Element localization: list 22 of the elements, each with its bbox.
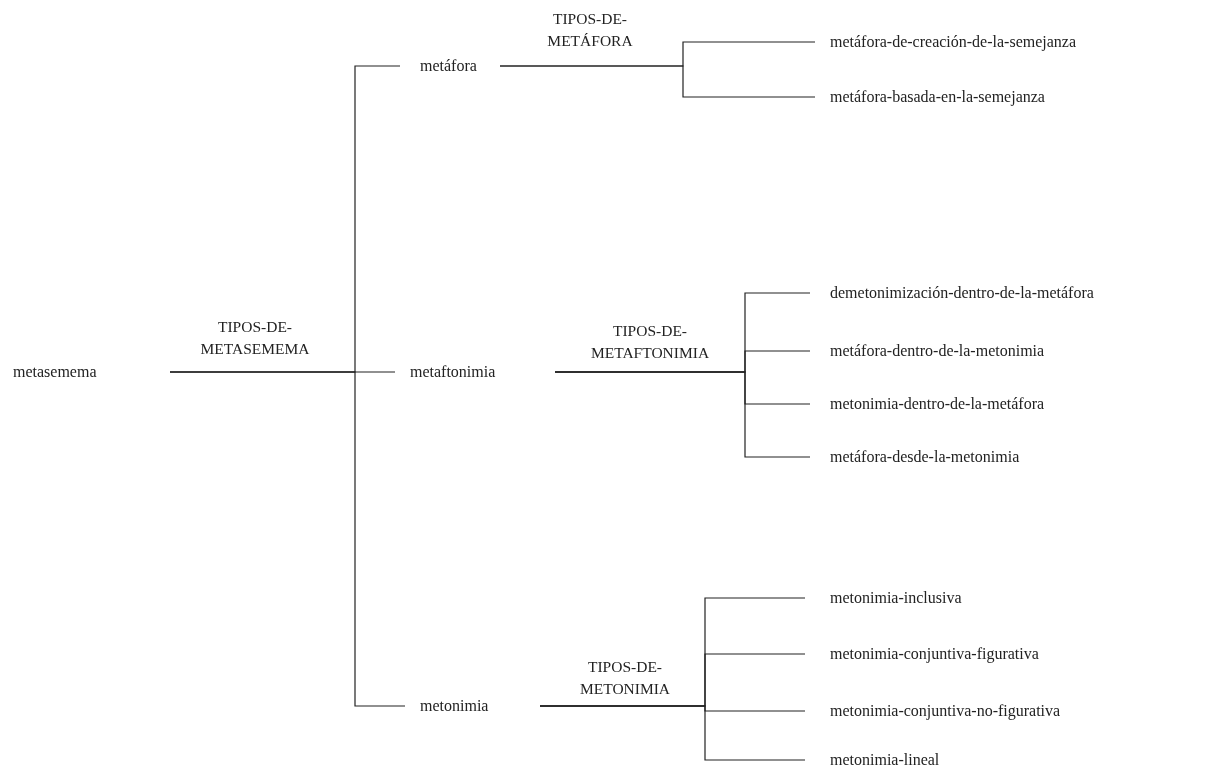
- term-label: metonimia-conjuntiva-figurativa: [805, 642, 1205, 666]
- category-heading: TIPOS-DE-METASEMEMA: [199, 317, 311, 359]
- term-label: metonimia-lineal: [805, 748, 1205, 772]
- term-label: metáfora-dentro-de-la-metonimia: [810, 339, 1225, 363]
- term-label: metaftonimia: [395, 360, 555, 384]
- term-label: metáfora-desde-la-metonimia: [810, 445, 1225, 469]
- term-label: demetonimización-dentro-de-la-metáfora: [810, 281, 1225, 305]
- term-label: metonimia-inclusiva: [805, 586, 1205, 610]
- term-label: metonimia-conjuntiva-no-figurativa: [805, 699, 1205, 723]
- term-label: metáfora: [400, 54, 500, 78]
- category-heading: TIPOS-DE-METÁFORA: [546, 9, 634, 51]
- connector-line: [499, 65, 816, 98]
- category-heading: TIPOS-DE-METONIMIA: [578, 657, 672, 699]
- connector-line: [539, 705, 806, 761]
- connector-line: [554, 371, 811, 458]
- term-label: metáfora-de-creación-de-la-semejanza: [815, 30, 1205, 54]
- connector-line: [169, 371, 406, 707]
- category-heading: TIPOS-DE-METAFTONIMIA: [589, 321, 711, 363]
- term-label: metonimia-dentro-de-la-metáfora: [810, 392, 1225, 416]
- root-term: metasemema: [5, 360, 170, 384]
- term-label: metonimia: [405, 694, 540, 718]
- term-label: metáfora-basada-en-la-semejanza: [815, 85, 1205, 109]
